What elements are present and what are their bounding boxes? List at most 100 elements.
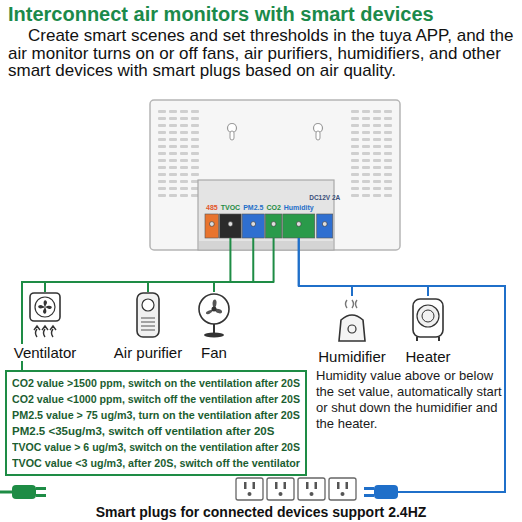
terminal-label: 485 (206, 203, 218, 212)
vent-slot (373, 117, 381, 120)
title: Interconnect air monitors with smart dev… (8, 3, 434, 26)
vent-slot (384, 152, 392, 155)
vent-slot (384, 180, 392, 183)
power-terminal (317, 214, 333, 238)
vent-slot (169, 145, 177, 148)
vent-slot (351, 145, 359, 148)
vent-slot (169, 152, 177, 155)
wall-outlet (267, 478, 294, 500)
terminal-label: CO2 (266, 203, 280, 212)
terminal-wire (229, 238, 231, 250)
ventilator-device: Ventilator (6, 292, 84, 361)
vent-slot (384, 124, 392, 127)
vent-slot (351, 159, 359, 162)
vent-slot (180, 180, 188, 183)
vent-slot (373, 159, 381, 162)
rule-line: CO2 value >1500 ppm, switch on the venti… (12, 375, 300, 391)
vent-slot (158, 187, 166, 190)
device-label: Air purifier (112, 344, 184, 361)
vent-slot (169, 138, 177, 141)
monitor-housing (150, 100, 400, 250)
air-monitor: 485TVOCPM2.5CO2HumidityDC12V 2A (150, 100, 400, 250)
vent-slot (373, 131, 381, 134)
terminal-recess (198, 180, 334, 250)
vent-slot (362, 180, 370, 183)
outlet-slot (315, 482, 318, 489)
blue-plug (374, 485, 398, 499)
green-plug (36, 494, 46, 497)
device-label: Fan (199, 344, 229, 361)
caption-row: Smart plugs for connected devices suppor… (0, 503, 522, 521)
vent-slot (158, 166, 166, 169)
vent-slot (351, 131, 359, 134)
vent-slot (384, 138, 392, 141)
vent-slot (169, 131, 177, 134)
vent-slot (384, 159, 392, 162)
outlet-slot (275, 482, 278, 489)
terminal-block (205, 214, 219, 238)
vent-slot (362, 110, 370, 113)
vent-slot (351, 180, 359, 183)
vent-slot (158, 173, 166, 176)
vent-slot (180, 173, 188, 176)
outlet-slot (284, 482, 287, 489)
vent-slot (191, 138, 199, 141)
vent-slot (362, 194, 370, 197)
vent-slot (362, 117, 370, 120)
vent-slot (180, 110, 188, 113)
vent-slot (373, 173, 381, 176)
rule-line: PM2.5 <35ug/m3, switch off ventilation a… (12, 423, 274, 439)
device-label: Heater (403, 348, 452, 365)
vent-slot (351, 187, 359, 190)
vent-slot (351, 124, 359, 127)
outlet-slot (346, 482, 349, 489)
device-icon (23, 292, 67, 338)
wire-connector (299, 250, 428, 296)
caption: Smart plugs for connected devices suppor… (96, 504, 427, 520)
vent-slot (362, 173, 370, 176)
outlet-ground (310, 492, 314, 496)
terminal-label: PM2.5 (243, 203, 263, 212)
wire-connector (148, 250, 253, 292)
outlet-slot (306, 482, 309, 489)
vent-slot (373, 110, 381, 113)
rule-line: CO2 value <1000 ppm, switch off the vent… (12, 391, 300, 407)
terminal-screw (251, 222, 256, 227)
wall-outlet (329, 478, 356, 500)
device-label: Ventilator (12, 344, 79, 361)
outlet-slot (244, 482, 247, 489)
vent-slot (169, 124, 177, 127)
vent-slot (373, 124, 381, 127)
vent-slot (169, 187, 177, 190)
vent-slot (180, 131, 188, 134)
vent-slot (180, 138, 188, 141)
vent-slot (362, 166, 370, 169)
device-icon (330, 296, 374, 342)
vent-slot (180, 124, 188, 127)
vent-slot (158, 117, 166, 120)
terminal-screw (228, 222, 233, 227)
terminal-block (220, 214, 241, 238)
heater-device: Heater (400, 296, 456, 365)
vent-slot (191, 166, 199, 169)
vent-slot (169, 110, 177, 113)
vent-slot (373, 194, 381, 197)
vent-slot (373, 187, 381, 190)
vent-slot (373, 152, 381, 155)
terminal-wire (252, 238, 254, 250)
vent-slot (362, 138, 370, 141)
device-icon (126, 292, 170, 338)
terminal-recess (199, 241, 333, 249)
vent-slot (158, 138, 166, 141)
vent-slot (191, 173, 199, 176)
vent-slot (158, 145, 166, 148)
vent-slot (191, 131, 199, 134)
humidifier-device: Humidifier (312, 296, 392, 365)
vent-slot (373, 145, 381, 148)
vent-slot (169, 159, 177, 162)
vent-slot (351, 166, 359, 169)
terminal-screw (209, 222, 214, 227)
rule-line: TVOC value > 6 ug/m3, switch on the vent… (12, 439, 300, 455)
wire-connector (214, 250, 274, 292)
